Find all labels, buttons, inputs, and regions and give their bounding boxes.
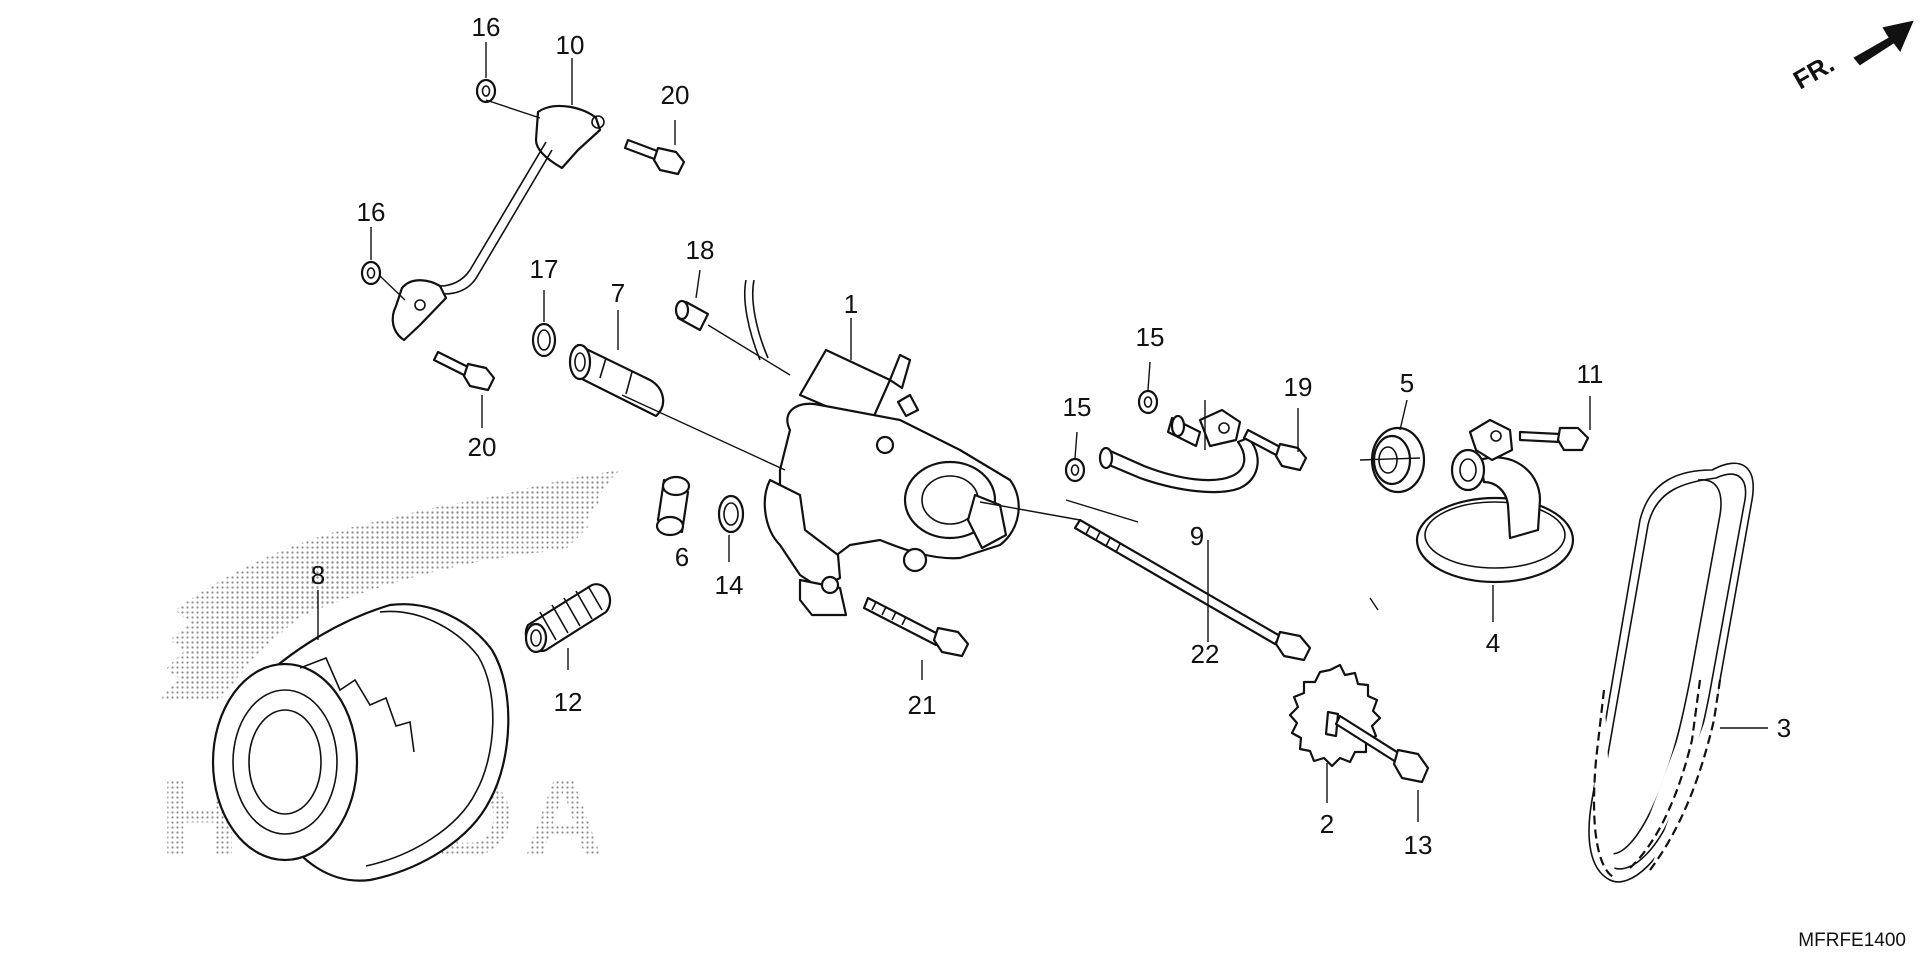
part-15-washer-lower bbox=[1064, 457, 1086, 483]
callout-16-lower: 16 bbox=[357, 197, 386, 227]
diagram-code: MFRFE1400 bbox=[1798, 930, 1906, 951]
part-2-sprocket bbox=[1288, 663, 1382, 768]
part-18-dowel-pin bbox=[674, 299, 710, 332]
callout-20-lower: 20 bbox=[468, 432, 497, 462]
callout-8: 8 bbox=[311, 560, 325, 590]
part-20-bolt-lower bbox=[432, 350, 496, 392]
part-6-collar bbox=[655, 475, 691, 537]
part-7-pipe bbox=[568, 343, 665, 418]
part-8-oil-filter bbox=[211, 603, 510, 882]
part-13-bolt bbox=[1334, 714, 1430, 784]
callout-14: 14 bbox=[715, 570, 744, 600]
callout-1: 1 bbox=[844, 289, 858, 319]
callout-22: 22 bbox=[1191, 639, 1220, 669]
part-20-bolt-upper bbox=[623, 138, 686, 176]
front-direction-indicator: FR. bbox=[1788, 20, 1914, 95]
part-4-oil-strainer bbox=[1415, 418, 1575, 584]
part-12-oil-filter-nipple bbox=[524, 583, 612, 654]
callout-9: 9 bbox=[1190, 521, 1204, 551]
part-11-bolt bbox=[1518, 426, 1590, 452]
callout-18: 18 bbox=[686, 235, 715, 265]
part-17-o-ring bbox=[531, 322, 557, 358]
callout-2: 2 bbox=[1320, 809, 1334, 839]
callout-16-upper: 16 bbox=[472, 12, 501, 42]
direction-label: FR. bbox=[1788, 48, 1839, 95]
part-10-oil-pipe bbox=[391, 104, 605, 342]
callout-15-lower: 15 bbox=[1063, 392, 1092, 422]
callout-10: 10 bbox=[556, 30, 585, 60]
part-1-oil-pump bbox=[743, 279, 1020, 617]
callout-4: 4 bbox=[1486, 628, 1500, 658]
callout-19: 19 bbox=[1284, 372, 1313, 402]
callout-17: 17 bbox=[530, 254, 559, 284]
part-22-long-bolt bbox=[1073, 518, 1312, 662]
part-16-washer-lower bbox=[360, 260, 382, 286]
front-arrow-icon bbox=[1853, 20, 1914, 66]
callout-5: 5 bbox=[1400, 368, 1414, 398]
callout-7: 7 bbox=[611, 278, 625, 308]
callout-6: 6 bbox=[675, 542, 689, 572]
part-21-bolt bbox=[862, 596, 970, 658]
part-3-drive-chain bbox=[1588, 462, 1754, 883]
callout-12: 12 bbox=[554, 687, 583, 717]
leader-lines bbox=[317, 42, 1768, 822]
callout-15-upper: 15 bbox=[1136, 322, 1165, 352]
callout-21: 21 bbox=[908, 690, 937, 720]
part-14-o-ring bbox=[717, 494, 745, 534]
part-9-oil-pipe bbox=[1098, 408, 1259, 494]
callout-20-upper: 20 bbox=[661, 80, 690, 110]
part-16-washer-upper bbox=[475, 78, 497, 104]
callout-3: 3 bbox=[1777, 713, 1791, 743]
callout-11: 11 bbox=[1577, 359, 1604, 389]
part-5-oil-seal bbox=[1370, 426, 1426, 494]
callout-13: 13 bbox=[1404, 830, 1433, 860]
part-15-washer-upper bbox=[1137, 389, 1159, 415]
callouts: 1 2 3 4 5 6 7 8 9 10 11 12 13 14 15 15 1… bbox=[311, 12, 1791, 860]
